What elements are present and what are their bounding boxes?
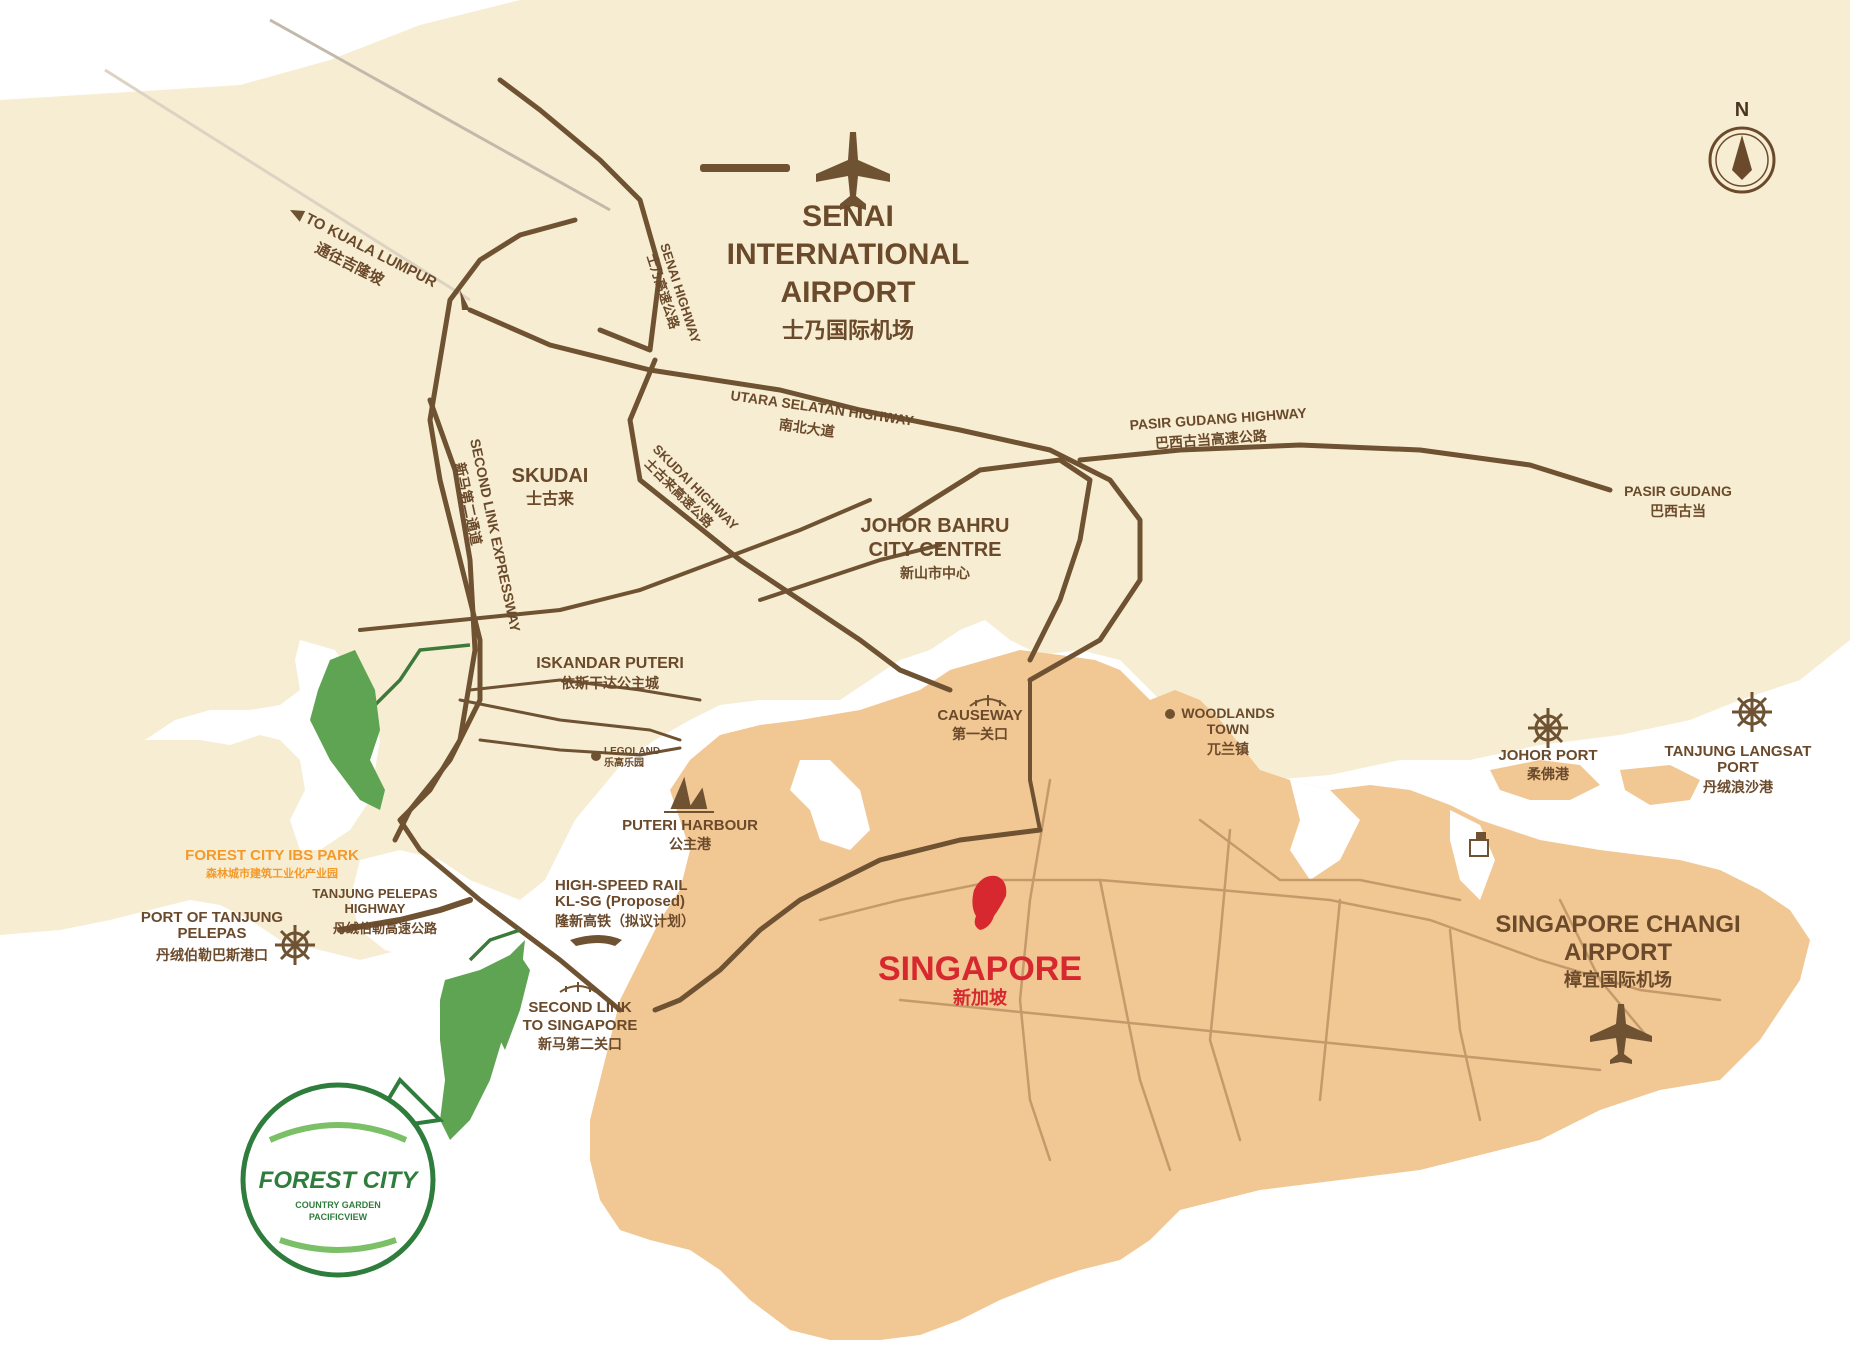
kranji-reservoir [790,760,870,850]
ship-wheel-icon [1528,708,1568,748]
ptp-highway-en-2: HIGHWAY [345,901,406,916]
causeway-cn: 第一关口 [952,726,1008,742]
ptp-highway-cn: 丹绒伯勒高速公路 [333,921,438,936]
bridge-icon [969,695,1007,707]
second-link-en-1: SECOND LINK [528,999,632,1016]
compass-arrow-icon [1732,135,1752,180]
changi-airport-en-1: SINGAPORE CHANGI [1495,911,1740,938]
leaf-arc-bottom-icon [279,1237,397,1253]
building-icon [1469,832,1489,857]
senai-airport-name-1: SENAI [802,200,894,233]
ibs-park-cn: 森林城市建筑工业化产业园 [206,866,338,880]
puteri-harbour-cn: 公主港 [669,836,712,852]
bridge-icon [559,982,597,993]
tanjung-langsat-en-2: PORT [1717,759,1759,776]
ship-wheel-icon [1732,692,1772,732]
pulau-tekong [1620,765,1700,805]
compass: N [1708,99,1776,194]
changi-airport-en-2: AIRPORT [1564,939,1672,966]
singapore-name-cn: 新加坡 [953,987,1008,1008]
pasir-gudang-cn: 巴西古当 [1650,503,1706,519]
pasir-gudang-en: PASIR GUDANG [1624,483,1732,499]
jurong-island [690,1200,790,1275]
causeway-en: CAUSEWAY [937,707,1022,724]
pulau-ubin [1490,760,1600,800]
forest-city-logo-subtext-1: COUNTRY GARDEN [295,1200,381,1210]
ptp-port-cn: 丹绒伯勒巴斯港口 [156,947,268,963]
jb-city-centre-en-1: JOHOR BAHRU [861,515,1010,537]
leaf-arc-icon [268,1122,408,1143]
puteri-harbour-en: PUTERI HARBOUR [622,817,758,834]
skudai-en: SKUDAI [512,465,589,487]
forest-city-island-north [310,650,385,810]
compass-north-letter: N [1735,99,1749,121]
forest-city-link-road [468,928,521,962]
ibs-park-en: FOREST CITY IBS PARK [185,847,359,864]
water-inlet-pelepas [350,850,590,960]
kl-highway-strip-2 [104,68,471,302]
forest-city-access-road [373,643,471,707]
skudai-cn: 士古来 [526,489,575,508]
iskandar-puteri-en: ISKANDAR PUTERI [536,655,684,672]
ship-wheel-icon [275,925,315,965]
legoland-en: LEGOLAND [604,746,660,757]
ptp-port-en-1: PORT OF TANJUNG [141,909,283,926]
hsr-cn: 隆新高铁（拟议计划） [555,913,695,929]
kl-highway-strip [269,18,611,212]
forest-city-island-mid [495,955,530,1050]
forest-city-logo-text: FOREST CITY [259,1167,420,1194]
pasir-gudang-highway-cn: 巴西古当高速公路 [1154,427,1268,451]
senai-airport-name-cn: 士乃国际机场 [782,318,914,343]
ptp-port-en-2: PELEPAS [178,925,247,942]
second-link-cn: 新马第二关口 [538,1036,622,1052]
second-link-en-2: TO SINGAPORE [523,1017,638,1034]
senai-airport-name-2: INTERNATIONAL [727,238,970,271]
johor-road-network [337,77,1613,1013]
tanjung-langsat-en-1: TANJUNG LANGSAT [1665,743,1812,760]
senai-label-bar [700,164,790,172]
legoland-cn: 乐高乐园 [604,756,644,769]
changi-airport-cn: 樟宜国际机场 [1564,969,1672,990]
forest-city-logo-callout: FOREST CITY COUNTRY GARDEN PACIFICVIEW [240,1076,445,1278]
senai-airport: SENAI INTERNATIONAL AIRPORT 士乃国际机场 [700,132,969,343]
merlion-icon [972,875,1007,930]
airplane-icon [816,132,890,210]
senai-airport-name-3: AIRPORT [781,276,916,309]
airplane-icon [1590,1004,1652,1064]
seletar-inlet [1290,780,1360,880]
hsr-en-1: HIGH-SPEED RAIL [555,877,688,894]
legoland-dot-icon [591,751,601,761]
tanjung-langsat-cn: 丹绒浪沙港 [1703,779,1774,795]
woodlands-cn: 兀兰镇 [1206,741,1249,757]
kl-marker-icon [460,290,470,310]
hsr-en-2: KL-SG (Proposed) [555,893,685,910]
woodlands-en-1: WOODLANDS [1181,705,1274,721]
singapore-land [590,650,1810,1340]
woodlands-dot-icon [1165,709,1175,719]
ptp-highway-en-1: TANJUNG PELEPAS [312,886,438,901]
hsr-train-icon [570,935,622,946]
johor-port-cn: 柔佛港 [1526,766,1570,782]
forest-city-logo-subtext-2: PACIFICVIEW [309,1212,368,1222]
jb-city-centre-en-2: CITY CENTRE [869,539,1002,561]
jb-city-centre-cn: 新山市中心 [900,565,970,581]
utara-selatan-cn: 南北大道 [778,416,836,440]
singapore-roads [818,778,1722,1172]
triangle-pointer-icon [290,210,306,222]
iskandar-puteri-cn: 依斯干达公主城 [561,675,659,691]
singapore-name-en: SINGAPORE [878,950,1082,988]
harbour-sail-icon [664,776,714,813]
woodlands-en-2: TOWN [1207,721,1250,737]
johor-port-en: JOHOR PORT [1498,747,1597,764]
